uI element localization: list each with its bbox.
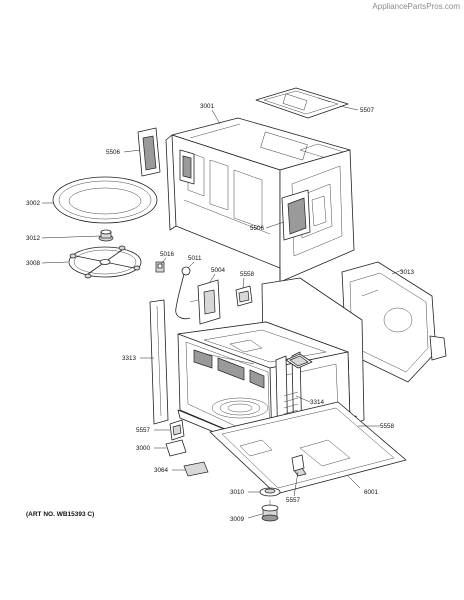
callout-5016: 5016 [160,251,175,258]
gasket-5506-right [281,189,311,241]
callout-5011: 5011 [188,255,202,262]
callout-5004: 5004 [211,267,226,274]
callout-5506-right: 5506 [250,225,265,232]
callout-3012: 3012 [26,235,41,242]
turntable-motor-3009 [261,500,279,522]
pad-3064 [183,461,209,477]
callout-3000: 3000 [136,445,151,452]
lamp-5558-top [235,285,253,307]
callout-5507: 5507 [360,107,375,114]
callout-5557-lower: 5557 [286,497,301,504]
top-vent-panel-5507 [255,87,349,119]
bracket-5004 [189,279,221,325]
wire-harness-5011 [175,266,191,320]
coupler-3012 [98,229,114,242]
roller-ring-3008 [68,245,142,279]
bracket-3000 [165,439,187,457]
callout-3008: 3008 [26,260,41,267]
callout-6001: 6001 [364,489,379,496]
lamp-5557-lower [291,454,305,472]
side-strip-3313 [149,299,169,425]
art-number: (ART NO. WB15393 C) [26,511,95,518]
callout-5557-left: 5557 [136,427,151,434]
gasket-5506-left [137,127,161,177]
callout-3313: 3313 [122,355,137,362]
leader-lines [41,105,403,519]
turntable-glass-3002 [52,176,158,224]
callout-labels: 3001 5507 5506 5506 3002 3012 3008 5016 … [26,103,415,523]
callout-3013: 3013 [400,269,415,276]
bottom-plate-6001 [209,401,407,495]
callout-5558-right: 5558 [380,423,395,430]
callout-3010: 3010 [230,489,245,496]
switch-5016 [155,261,165,273]
coupler-3010 [259,487,281,497]
outer-cavity-3001 [165,117,355,283]
cavity-wall-window-left [179,149,195,185]
callout-3002: 3002 [26,200,41,207]
callout-3001: 3001 [200,103,215,110]
callout-3314: 3314 [310,399,325,406]
callout-3009: 3009 [230,516,245,523]
callout-5506-left: 5506 [106,149,121,156]
callout-3064: 3064 [154,467,169,474]
callout-5558-top: 5558 [240,271,255,278]
watermark-text: AppliancePartsPros.com [372,2,460,11]
lamp-5557-left [169,419,185,441]
